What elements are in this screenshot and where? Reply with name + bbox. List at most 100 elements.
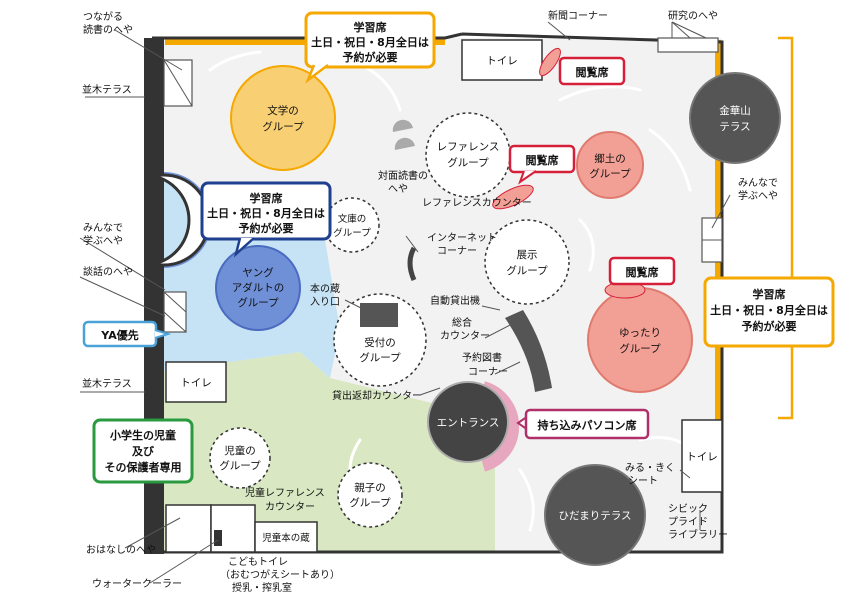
civic-label-3: ライブラリー <box>668 528 728 541</box>
kodomo-toilet-label-2: （おむつがえシートあり） <box>220 568 340 581</box>
study-left-line-3: 予約が必要 <box>239 221 294 235</box>
kenkyu-label: 研究のへや <box>668 9 718 22</box>
namiki-bottom-label: 並木テラス <box>82 377 132 390</box>
taimen-room-2 <box>394 137 415 150</box>
danwa-label: 談話のへや <box>83 265 133 278</box>
jido-zone[interactable] <box>209 427 271 489</box>
kyodo-label-1: 郷土の <box>594 152 626 165</box>
kinkazan-label-2: テラス <box>719 121 750 133</box>
jido-kura-label: 児童本の蔵 <box>262 532 310 544</box>
tenji-label-2: グループ <box>506 264 548 277</box>
kodomo-toilet-label-1: こどもトイレ <box>228 556 288 568</box>
toilet-top-label: トイレ <box>486 55 518 67</box>
uketsuke-label-2: グループ <box>359 351 401 364</box>
hidamari-terrace[interactable] <box>544 464 646 566</box>
reading2-label: 閲覧席 <box>526 153 559 167</box>
study-top-line-1: 学習席 <box>354 20 387 34</box>
yoyaku-label-2: コーナー <box>468 366 508 378</box>
reading1-label: 閲覧席 <box>576 65 609 79</box>
reading-callout-1: 閲覧席 <box>558 56 626 86</box>
bunko-zone[interactable] <box>324 197 380 253</box>
yuttari-label-1: ゆったり <box>619 327 661 339</box>
internet-label-1: インターネット <box>427 232 497 244</box>
window-diagonal <box>163 311 187 333</box>
minna-left-label-1: みんなで <box>83 222 123 234</box>
yuttari-label-2: グループ <box>619 342 661 355</box>
toilet-right-label: トイレ <box>686 451 718 463</box>
hidamari-label: ひだまりテラス <box>558 510 631 522</box>
bungaku-label-1: 文学の <box>267 104 299 117</box>
pc-label: 持ち込みパソコン席 <box>538 418 637 432</box>
tenji-label-1: 展示 <box>517 249 538 261</box>
water-cooler <box>214 530 222 546</box>
shinbun-label: 新聞コーナー <box>548 9 608 22</box>
ohanashi-label: おはなしのへや <box>86 544 156 556</box>
taimen-label-1: 対面読書の <box>378 169 428 182</box>
oyako-label-2: グループ <box>349 496 391 509</box>
toilet-left-room <box>165 361 227 403</box>
yoyaku-corner[interactable] <box>505 310 552 392</box>
hon-kura-label-2: 入り口 <box>310 296 340 308</box>
window-diagonal <box>163 59 193 107</box>
oyako-label-1: 親子の <box>354 481 386 494</box>
jido-ref-label-2: カウンター <box>265 501 315 513</box>
study-callout-top: 学習席 土日・祝日・8月全日は 予約が必要 <box>304 11 436 84</box>
toilet-top-room <box>461 39 543 81</box>
minna-left-label-2: 学ぶへや <box>83 234 123 247</box>
study-right-line-2: 土日・祝日・8月全日は <box>710 303 828 317</box>
bunko-label-1: 文庫の <box>338 213 367 225</box>
toilet-right-room <box>681 419 723 493</box>
children-note-line-1: 小学生の児童 <box>109 428 176 442</box>
study-left-line-2: 土日・祝日・8月全日は <box>207 206 325 220</box>
miru-label-2: シート <box>628 476 658 487</box>
left-notch <box>143 173 211 267</box>
entrance[interactable] <box>427 381 509 463</box>
young-adult-zone[interactable] <box>215 245 301 331</box>
children-note-line-3: その保護者専用 <box>105 460 182 474</box>
young-label-1: ヤング <box>242 266 274 279</box>
uketsuke-zone[interactable] <box>333 293 427 387</box>
kodomo-toilet-label-3: 授乳・搾乳室 <box>232 581 292 594</box>
kyodo-zone[interactable] <box>576 131 644 199</box>
jido-kashidashi-label: 自動貸出機 <box>430 294 480 307</box>
study-right-line-3: 予約が必要 <box>742 319 797 333</box>
jido-label-1: 児童の <box>224 444 256 457</box>
tsunagaru-label-1: つながる <box>83 10 123 23</box>
young-label-2: アダルトの <box>232 281 285 294</box>
taimen-label-2: へや <box>388 183 408 195</box>
ohanashi-room <box>165 504 212 553</box>
reading-callout-3: 閲覧席 <box>608 256 676 286</box>
reference-zone[interactable] <box>425 112 511 198</box>
children-note-line-2: 及び <box>132 444 155 458</box>
leader-lines <box>79 21 731 584</box>
reading-seat-top[interactable] <box>536 45 564 78</box>
study-top-line-3: 予約が必要 <box>343 50 398 64</box>
reading3-label: 閲覧席 <box>626 265 659 279</box>
oyako-zone[interactable] <box>337 462 403 528</box>
ref-counter-label: レファレンスカウンター <box>422 197 532 209</box>
hon-kura-label-1: 本の蔵 <box>310 282 340 295</box>
study-left-line-1: 学習席 <box>250 191 283 205</box>
minna-right-label-2: 学ぶへや <box>738 189 778 202</box>
tenji-zone[interactable] <box>484 219 570 305</box>
reference-label-2: グループ <box>447 156 489 169</box>
reference-label-1: レファレンス <box>437 141 500 153</box>
hon-kura-entrance[interactable] <box>360 303 398 327</box>
toilet-left-label: トイレ <box>180 377 212 389</box>
kinkazan-terrace[interactable] <box>689 72 781 164</box>
water-label: ウォータークーラー <box>92 578 182 590</box>
ref-counter[interactable] <box>490 180 537 213</box>
children-area <box>158 352 495 552</box>
internet-corner[interactable] <box>407 246 417 282</box>
taimen-room[interactable] <box>392 119 413 132</box>
yuttari-zone[interactable] <box>587 287 693 393</box>
ya-callout: YA優先 <box>82 320 172 348</box>
kashidashi-henkyaku-label: 貸出返却カウンター <box>332 389 422 402</box>
study-top-line-2: 土日・祝日・8月全日は <box>311 35 429 49</box>
yoyaku-label-1: 予約図書 <box>462 351 502 364</box>
bungaku-zone[interactable] <box>230 65 336 171</box>
children-note-callout: 小学生の児童 及び その保護者専用 <box>92 418 194 484</box>
study-right-line-1: 学習席 <box>753 287 786 301</box>
entrance-label: エントランス <box>437 417 500 429</box>
